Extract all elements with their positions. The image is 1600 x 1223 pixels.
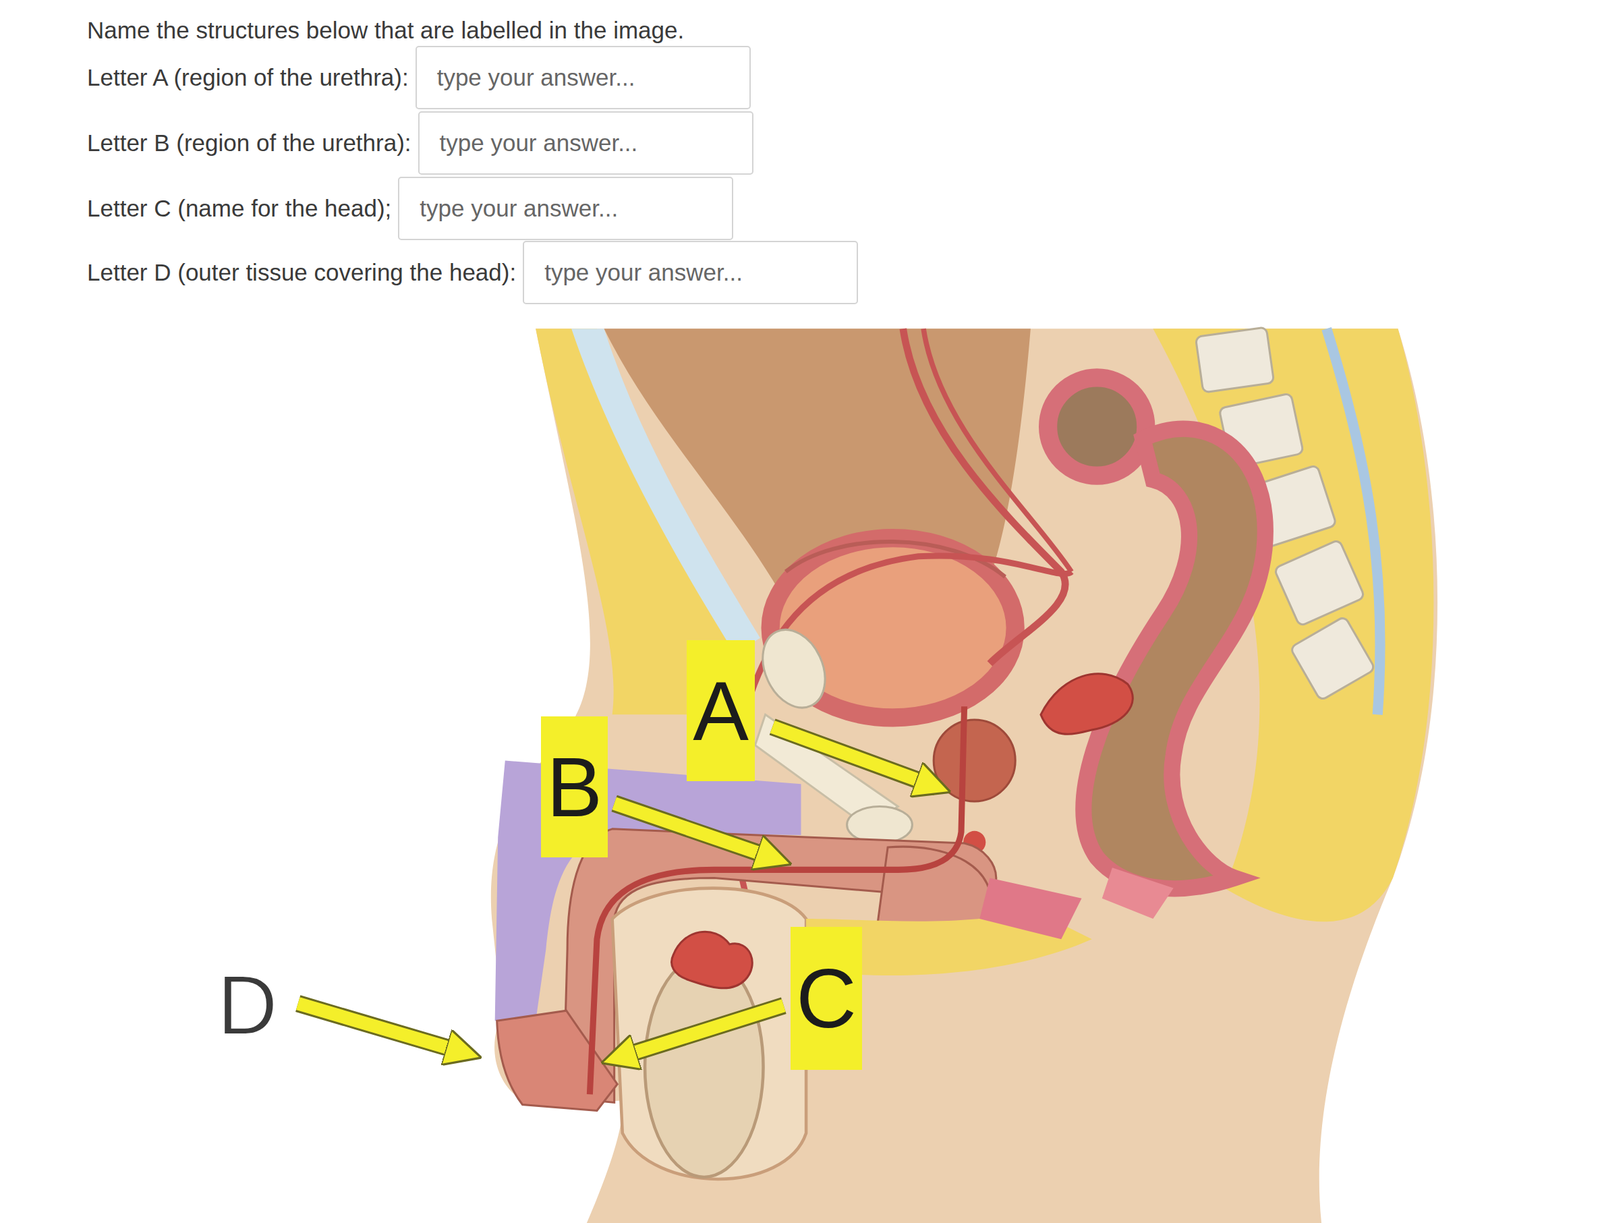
pubic-bone xyxy=(750,619,838,718)
question-title: Name the structures below that are label… xyxy=(87,16,684,45)
epididymis xyxy=(671,931,753,989)
answer-row: Letter D (outer tissue covering the head… xyxy=(87,240,859,305)
seminal-vesicle xyxy=(1040,673,1133,734)
colon-loop xyxy=(1048,377,1147,476)
pointer-arrows xyxy=(298,727,937,1060)
callout-letter: B xyxy=(546,745,603,830)
callout-letter: A xyxy=(692,669,749,753)
letter-tag: C xyxy=(790,926,863,1070)
answer-input: type your answer... xyxy=(522,240,859,305)
ureter xyxy=(903,328,1066,664)
prostate xyxy=(933,719,1016,802)
vas-deferens xyxy=(923,328,1072,572)
answer-row: Letter C (name for the head);type your a… xyxy=(87,176,734,241)
testis xyxy=(644,956,763,1178)
answer-input: type your answer... xyxy=(415,45,751,110)
pubic-bone-lower xyxy=(847,806,913,844)
question-prompt: Letter A (region of the urethra): xyxy=(87,64,409,92)
spinal-canal xyxy=(1326,328,1381,715)
glans xyxy=(497,1010,618,1111)
answer-input: type your answer... xyxy=(397,176,734,241)
answer-row: Letter B (region of the urethra):type yo… xyxy=(87,111,754,175)
answer-input: type your answer... xyxy=(418,111,754,175)
answer-row: Letter A (region of the urethra):type yo… xyxy=(87,45,751,110)
rectum xyxy=(1083,429,1265,890)
anus xyxy=(1102,867,1174,919)
question-prompt: Letter D (outer tissue covering the head… xyxy=(87,259,517,287)
perineal-muscle xyxy=(979,877,1082,939)
body-outline xyxy=(491,328,1438,1223)
question-prompt: Letter B (region of the urethra): xyxy=(87,129,412,157)
scrotum xyxy=(612,888,807,1180)
letter-tag: B xyxy=(540,716,608,858)
callout-letter: D xyxy=(217,963,278,1047)
callout-letter: C xyxy=(795,956,857,1041)
letter-tag: A xyxy=(686,640,755,782)
question-prompt: Letter C (name for the head); xyxy=(87,194,392,222)
